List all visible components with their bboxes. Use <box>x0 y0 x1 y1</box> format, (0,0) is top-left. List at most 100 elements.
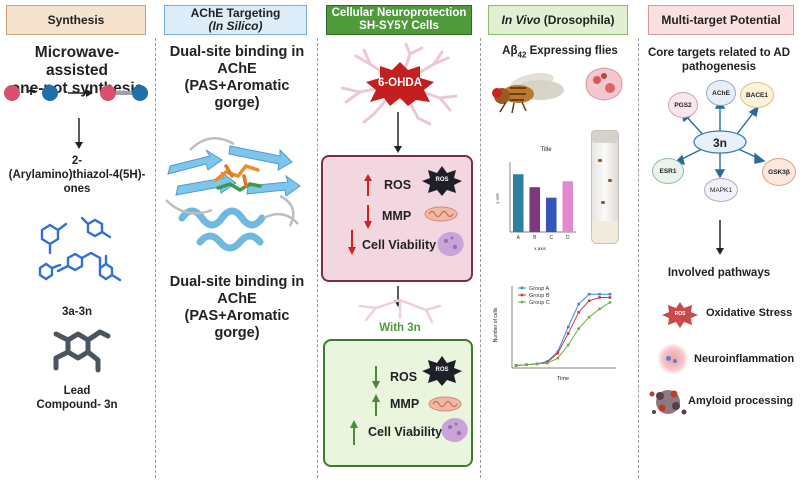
oxidative-stress-badge: ROS <box>674 311 686 317</box>
mitochondria-icon-treated <box>428 396 462 412</box>
bar-chart-ylabel: y axis <box>494 193 500 204</box>
neuroinflammation-icon <box>656 344 690 374</box>
bar-tick-a: A <box>517 235 521 241</box>
node-mapk1: MAPK1 <box>704 178 738 202</box>
treated-neuron-icon <box>358 298 442 324</box>
mmp-down-arrow <box>364 205 372 229</box>
ros-down-arrow <box>372 366 380 389</box>
ros-badge-icon-treated <box>422 356 462 386</box>
separator-2 <box>317 38 318 478</box>
target-network <box>673 99 766 179</box>
ros-up-arrow <box>364 174 372 196</box>
oxidative-stress-icon <box>662 302 698 328</box>
vial-icon <box>591 130 619 244</box>
series-point-0-6 <box>577 302 580 306</box>
header-multi-target: Multi-target Potential <box>648 5 794 35</box>
series-label: 3a-3n <box>61 306 93 318</box>
series-point-0-5 <box>566 325 570 329</box>
series-point-2-4 <box>556 356 560 360</box>
node-gsk3b: GSK3β <box>762 158 796 186</box>
header-cellular-neuroprotection: Cellular Neuroprotection SH-SY5Y Cells <box>326 5 472 35</box>
series-point-1-5 <box>566 332 570 335</box>
line-chart-xlabel: Time <box>556 376 570 382</box>
pathway-amyloid-processing: Amyloid processing <box>688 395 794 407</box>
ros-label-treated: ROS <box>390 370 418 384</box>
arrow-toxin <box>394 112 402 153</box>
reaction-scheme <box>4 85 148 101</box>
node-ache: AChE <box>706 80 736 106</box>
toxin-badge <box>366 62 434 106</box>
header-in-vivo: In Vivo (Drosophila) <box>488 5 628 35</box>
binding-text-bottom: Dual-site binding in AChE (PAS+Aromatic … <box>169 274 305 341</box>
ros-label: ROS <box>384 178 412 192</box>
header-ache-targeting: AChE Targeting (In Silico) <box>164 5 307 35</box>
bar-b <box>529 187 541 232</box>
bar-a <box>512 174 524 232</box>
separator-4 <box>638 38 639 478</box>
ros-badge-icon <box>422 166 462 196</box>
molecule-series-icon <box>38 216 122 282</box>
bar-chart-title: Title <box>540 147 552 153</box>
ros-badge-text: ROS <box>435 177 449 183</box>
series-point-2-5 <box>566 343 570 347</box>
legend-marker-0 <box>520 286 524 290</box>
series-point-2-1 <box>525 363 528 367</box>
series-point-2-9 <box>608 301 612 304</box>
damaged-cell-icon <box>437 232 464 257</box>
series-point-1-8 <box>598 296 601 299</box>
series-point-1-7 <box>587 299 591 303</box>
viability-up-arrow <box>350 420 358 445</box>
separator-3 <box>480 38 481 478</box>
mitochondria-icon <box>424 206 458 222</box>
arrow-down-synthesis <box>75 118 83 149</box>
legend-marker-2 <box>520 300 524 304</box>
series-point-2-7 <box>587 315 591 319</box>
reactant-1-icon <box>4 85 20 101</box>
amyloid-icon <box>649 390 687 415</box>
series-point-1-6 <box>577 310 580 314</box>
toxin-label: 6-OHDA <box>377 77 423 89</box>
protein-structure-icon <box>165 137 301 252</box>
series-point-2-6 <box>577 327 580 330</box>
legend-label-1: Group B <box>529 293 550 299</box>
legend-label-2: Group C <box>529 300 550 306</box>
series-point-2-0 <box>514 364 518 367</box>
product-right-icon <box>132 85 148 101</box>
ros-badge-text-treated: ROS <box>435 367 449 373</box>
flies-title: Aβ42 Expressing flies <box>502 45 618 60</box>
lead-compound-icon <box>53 329 111 373</box>
series-point-2-8 <box>598 307 601 311</box>
bar-c <box>545 197 557 232</box>
lead-compound-label: Lead Compound- 3n <box>36 385 118 411</box>
node-bace1: BACE1 <box>740 82 774 108</box>
product-left-icon <box>100 85 116 101</box>
header-synthesis: Synthesis <box>6 5 146 35</box>
viability-down-arrow <box>348 230 356 255</box>
mmp-label: MMP <box>382 209 412 223</box>
pathway-neuroinflammation: Neuroinflammation <box>694 353 795 365</box>
legend-marker-1 <box>520 293 524 297</box>
node-pgs2: PGS2 <box>668 92 698 118</box>
pathway-oxidative-stress: Oxidative Stress <box>706 307 793 319</box>
legend-label-0: Group A <box>529 286 550 292</box>
core-targets-title: Core targets related to AD pathogenesis <box>647 47 791 73</box>
series-point-1-4 <box>556 351 560 355</box>
mmp-label-treated: MMP <box>390 397 420 411</box>
reactant-2-icon <box>42 85 58 101</box>
bar-chart-xlabel: x axis <box>534 246 546 251</box>
series-point-0-8 <box>598 292 601 296</box>
center-node-3n: 3n <box>712 136 727 150</box>
series-point-0-7 <box>587 292 591 296</box>
series-line-2 <box>515 301 611 367</box>
series-point-0-9 <box>608 292 612 296</box>
series-point-2-3 <box>546 361 549 365</box>
bar-tick-c: C <box>549 235 553 241</box>
series-line-1 <box>515 296 610 367</box>
mmp-up-arrow <box>372 394 380 416</box>
series-point-2-2 <box>535 362 539 366</box>
series-point-0-4 <box>556 350 560 353</box>
plus-sign: + <box>26 83 36 100</box>
series-point-1-9 <box>608 296 612 299</box>
bar-tick-b: B <box>533 235 537 241</box>
